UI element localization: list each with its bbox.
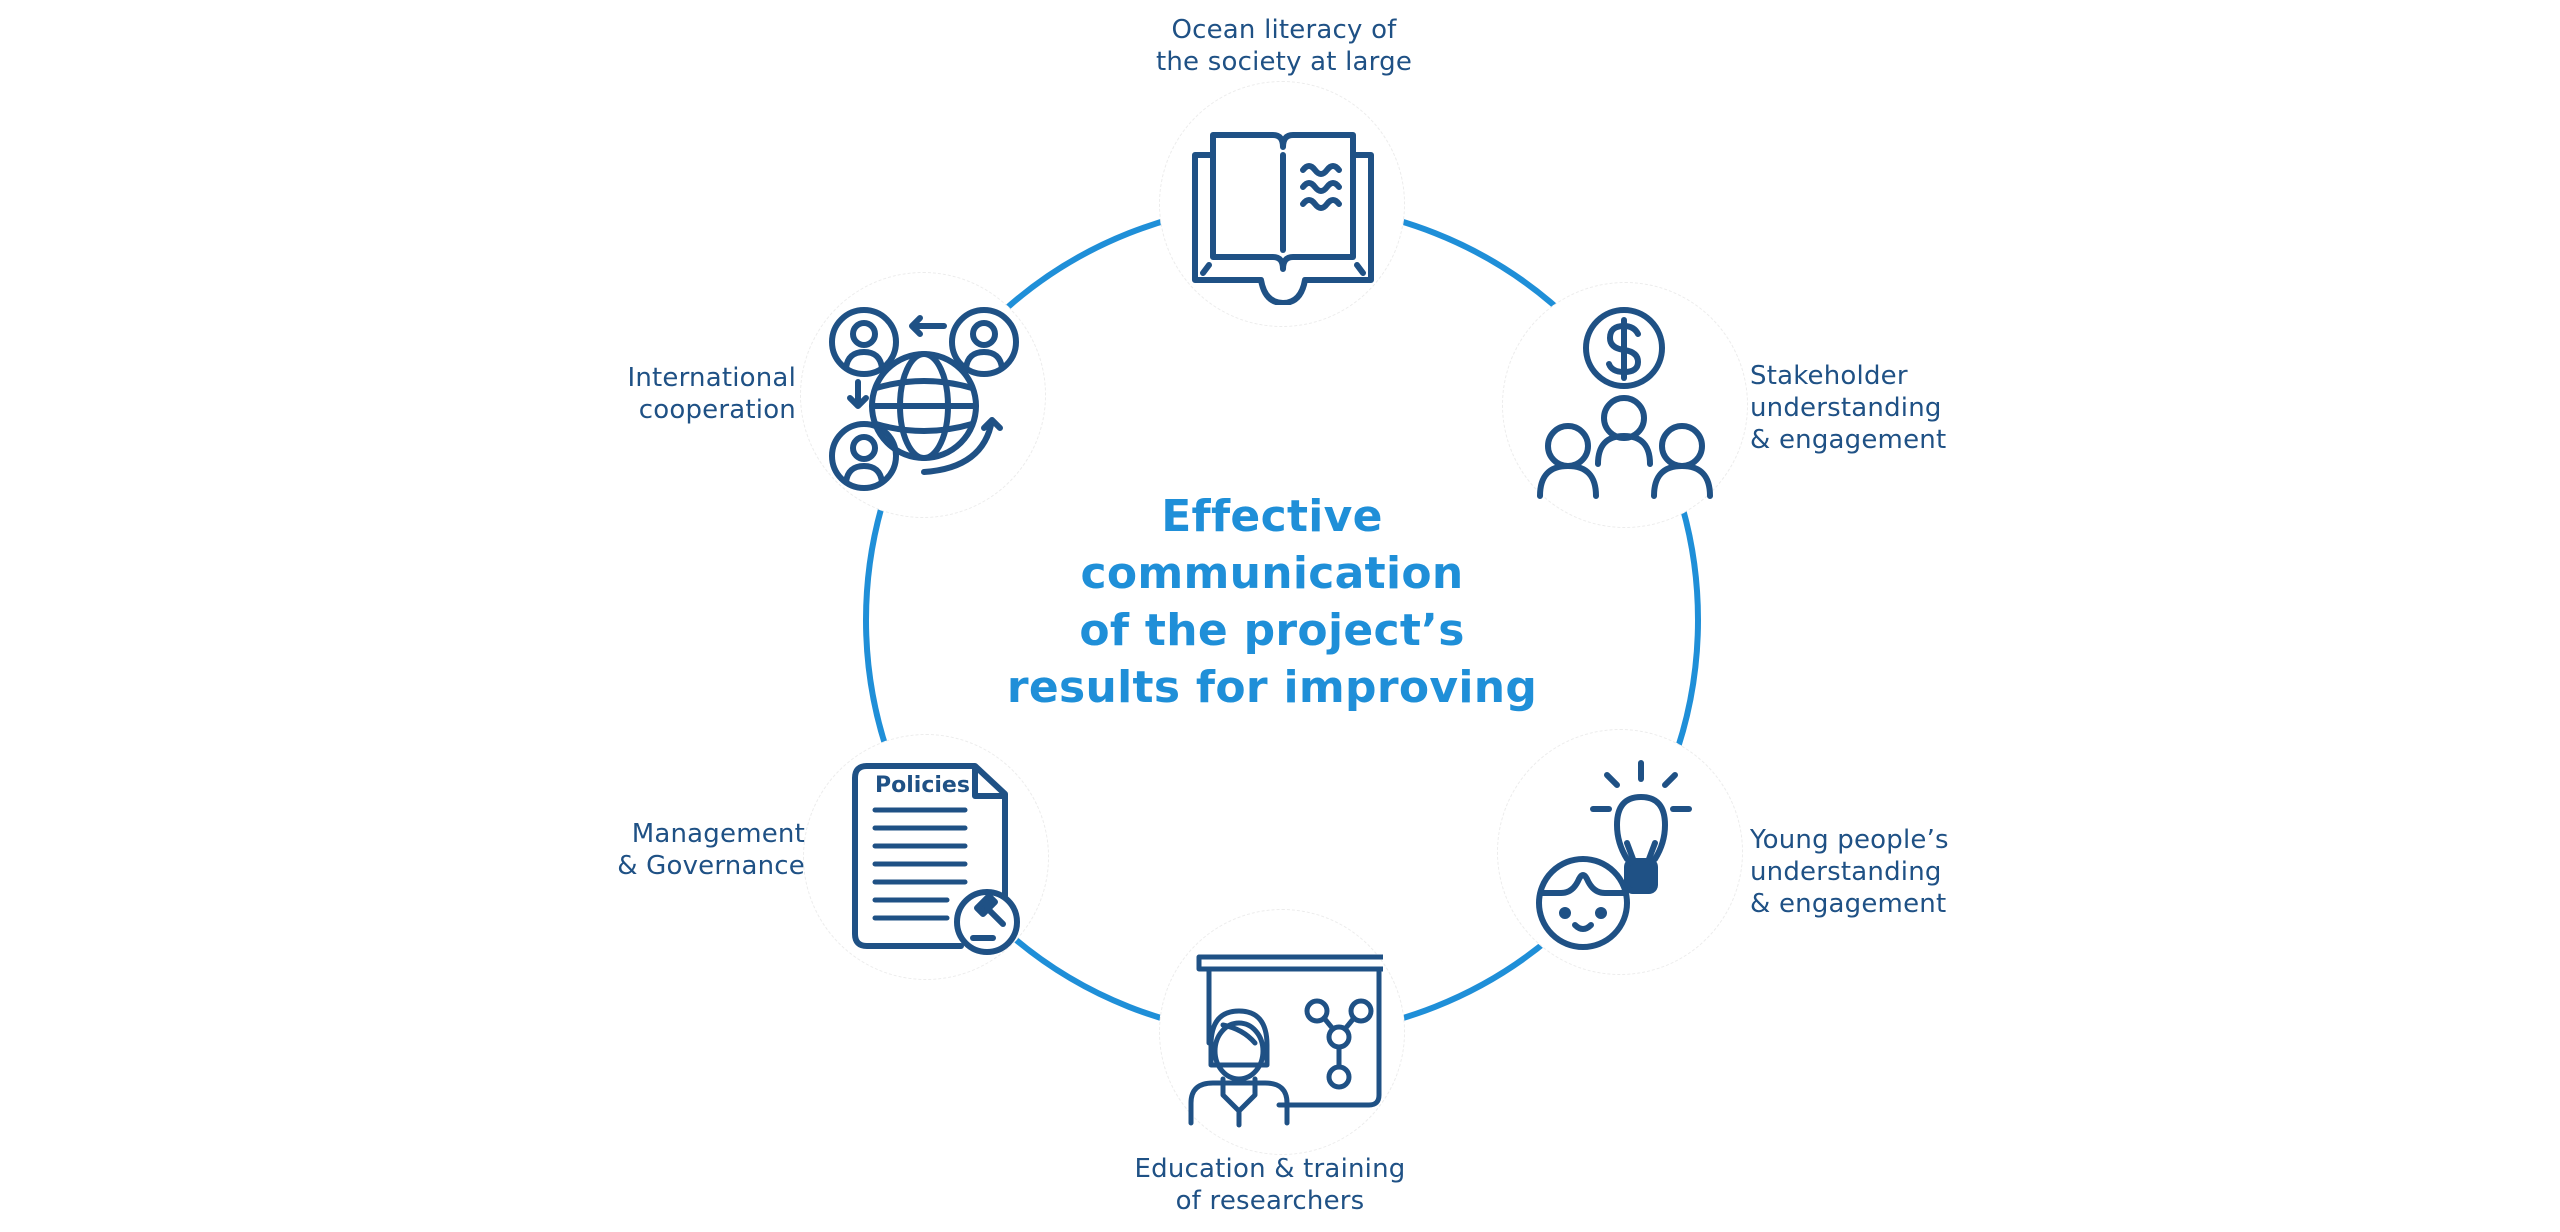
label-international: International cooperation <box>627 362 796 426</box>
label-line: & engagement <box>1750 889 1947 919</box>
node-management: Policies <box>803 734 1049 980</box>
node-education <box>1159 909 1405 1155</box>
label-line: Stakeholder <box>1750 361 1908 391</box>
label-education: Education & training of researchers <box>1135 1153 1406 1217</box>
label-stakeholder: Stakeholder understanding & engagement <box>1750 360 1946 456</box>
teacher-presentation-icon <box>1188 954 1383 1128</box>
center-title-line: of the project’s <box>1079 605 1465 656</box>
label-line: the society at large <box>1155 47 1413 77</box>
label-line: & Governance <box>617 851 805 881</box>
node-stakeholder <box>1502 282 1748 528</box>
label-line: Young people’s <box>1750 825 1949 855</box>
center-title-line: results for improving <box>1006 662 1538 713</box>
node-international <box>800 272 1046 518</box>
node-ocean-literacy <box>1159 81 1405 327</box>
stakeholders-dollar-icon <box>1537 307 1713 499</box>
label-line: & engagement <box>1750 425 1947 455</box>
label-line: understanding <box>1750 393 1942 423</box>
policies-doc-text: Policies <box>875 773 970 798</box>
label-line: cooperation <box>638 395 796 425</box>
center-title-line: communication <box>1080 548 1464 599</box>
label-ocean-literacy: Ocean literacy of the society at large <box>1156 14 1412 78</box>
label-management: Management & Governance <box>617 818 805 882</box>
open-book-waves-icon <box>1192 132 1374 305</box>
label-line: of researchers <box>1175 1186 1365 1216</box>
label-line: Management <box>631 819 805 849</box>
label-line: understanding <box>1750 857 1942 887</box>
center-title-line: Effective <box>1161 491 1383 542</box>
policies-document-gavel-icon: Policies <box>852 763 1020 955</box>
label-line: International <box>627 363 796 393</box>
center-title: Effective communication of the project’s… <box>1007 488 1537 716</box>
label-line: Education & training <box>1134 1154 1406 1184</box>
label-line: Ocean literacy of <box>1171 15 1397 45</box>
label-young-people: Young people’s understanding & engagemen… <box>1750 824 1949 920</box>
child-lightbulb-icon <box>1536 760 1692 950</box>
node-young-people <box>1497 729 1743 975</box>
globe-people-exchange-icon <box>829 307 1019 491</box>
